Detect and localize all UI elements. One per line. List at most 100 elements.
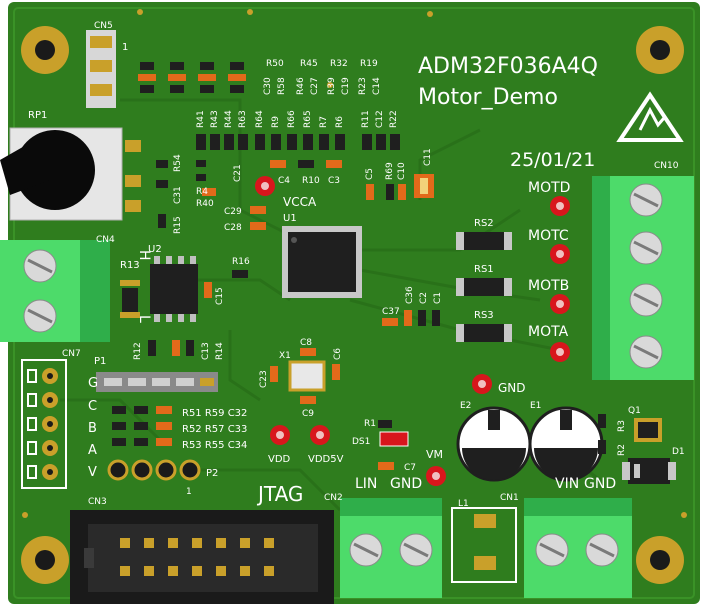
r14-label: R14 [215,342,225,360]
r2-res [598,440,606,454]
top-row2-labels: C30 R58 R46 C27 R39 C19 R23 C14 [263,77,382,95]
svg-text:R64: R64 [255,110,265,128]
mot-testpoints [550,196,570,362]
vm-testpoint-center [432,472,440,480]
c7-label: C7 [404,463,416,473]
line-l-label: L [136,315,152,323]
top-row1-label: R19 [360,59,378,69]
mota-label: MOTA [528,324,569,340]
motb-label: MOTB [528,278,569,294]
d1-diode [622,458,676,484]
c11-label: C11 [423,148,433,166]
cn3-jtag-header[interactable] [70,510,334,604]
c8-cap [300,348,316,356]
svg-text:G: G [88,376,98,391]
x1-crystal [288,360,326,392]
ds1-led [379,431,409,447]
svg-text:R65: R65 [303,110,313,128]
esd-warning-icon [616,91,684,142]
c13-label: C13 [201,342,211,360]
c4-label: C4 [278,176,290,186]
c36-cap [404,310,412,326]
svg-text:R51 R59 C32: R51 R59 C32 [182,408,247,419]
c1-cap [432,310,440,326]
top-row2-label: C27 [310,77,320,95]
r13-pad [120,312,140,318]
motc-label: MOTC [528,228,569,244]
r14-res [186,340,194,356]
cn5-pin1-label: 1 [122,42,128,53]
mid-row-labels: R41 R43 R44 R63 R64 R9 R66 R65 R7 R6 R11… [196,110,399,128]
signal-resistor-rows [112,406,172,446]
c7-cap [378,462,394,470]
c10-label: C10 [397,162,407,180]
lin-label: LIN [355,476,377,492]
vdd5v-testpoint-center [316,431,324,439]
gnd-testpoint-label: GND [498,381,526,395]
p1-header [96,372,218,392]
c3-label: C3 [328,176,340,186]
cn7-signal-letters: G C B A V [88,376,98,480]
vcca-label: VCCA [283,195,317,209]
vm-label: VM [426,448,443,461]
r16-res [232,270,248,278]
rs3-label: RS3 [474,310,494,321]
r3-res [598,414,606,428]
r10-label: R10 [302,176,320,186]
cn7-tabs [27,369,37,479]
line-h-label: H [136,250,152,261]
svg-text:R53 R55 C34: R53 R55 C34 [182,440,247,451]
c11-cap-mark [420,178,428,194]
c37-label: C37 [382,307,400,317]
svg-text:R52 R57 C33: R52 R57 C33 [182,424,247,435]
svg-text:R63: R63 [238,110,248,128]
l1-inductor [451,507,517,583]
svg-text:C12: C12 [375,110,385,128]
cn5-label: CN5 [94,21,113,31]
svg-text:R43: R43 [210,110,220,128]
rs3-shunt [456,324,512,342]
mounting-hole-bottom-left [21,536,69,584]
svg-text:A: A [88,443,97,458]
gnd-testpoint-center [478,380,486,388]
r13-res [122,288,138,312]
cn2-terminal-block [340,498,442,598]
cn3-label: CN3 [88,497,107,507]
c13-cap [172,340,180,356]
cn4-label: CN4 [96,235,115,245]
mounting-hole-top-left [21,26,69,74]
e2-label: E2 [460,401,471,411]
r2-label: R2 [617,444,627,456]
top-row2-label: R58 [277,77,287,95]
c31-label: C31 [173,186,183,204]
mounting-hole-top-right [636,26,684,74]
p2-pin1-label: 1 [186,487,192,497]
rs1-label: RS1 [474,264,494,275]
c2-cap [418,310,426,326]
top-row1-label: R32 [330,59,348,69]
jtag-label: JTAG [256,482,303,506]
rs2-label: RS2 [474,218,494,229]
rp1-potentiometer [0,127,141,221]
top-row2-label: C14 [372,77,382,95]
svg-text:R7: R7 [319,116,329,128]
top-row2-label: R39 [327,77,337,95]
board-title: ADM32F036A4Q [418,54,598,79]
c23-cap [270,366,278,382]
cn7-label: CN7 [62,349,81,359]
svg-text:R6: R6 [335,116,345,128]
board-subtitle: Motor_Demo [418,85,558,110]
top-resistor-array [138,62,246,93]
c2-label: C2 [419,292,429,304]
c37-cap [382,318,398,326]
p2-header [107,459,201,481]
cn1-terminal-block [524,498,632,598]
u2-chip [150,256,198,322]
r12-label: R12 [133,342,143,360]
c36-label: C36 [405,286,415,304]
motd-label: MOTD [528,180,570,196]
top-row2-label: R46 [296,77,306,95]
top-row1-label: R50 [266,59,284,69]
c28-cap [250,222,266,230]
